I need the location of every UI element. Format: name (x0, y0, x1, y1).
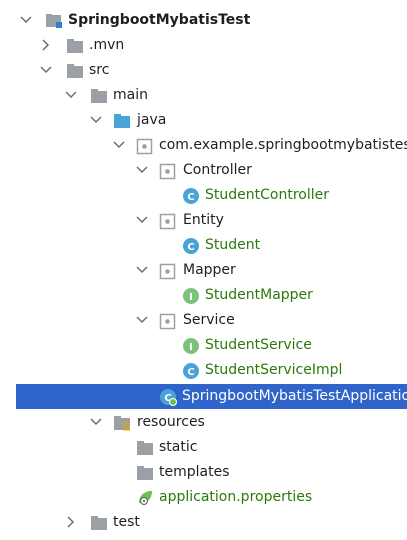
tree-item-resources[interactable]: resources (0, 410, 407, 435)
svg-text:C: C (187, 367, 194, 378)
tree-item-label: StudentMapper (205, 287, 313, 303)
tree-item-label: static (159, 439, 198, 455)
package-icon (136, 137, 154, 155)
tree-item-label: java (137, 112, 167, 128)
tree-item-student-service-impl[interactable]: C StudentServiceImpl (0, 358, 407, 383)
tree-item-label: StudentController (205, 187, 329, 203)
chevron-down-icon[interactable] (113, 139, 125, 151)
spring-boot-icon: C (159, 388, 177, 406)
tree-item-label: SpringbootMybatisTest (68, 12, 251, 28)
chevron-down-icon[interactable] (90, 416, 102, 428)
tree-item-label: SpringbootMybatisTestApplication (182, 388, 407, 404)
tree-item-label: Mapper (183, 262, 236, 278)
tree-item-label: resources (137, 414, 205, 430)
tree-item-src[interactable]: src (0, 58, 407, 83)
tree-item-test[interactable]: test (0, 510, 407, 535)
chevron-down-icon[interactable] (136, 314, 148, 326)
tree-item-label: com.example.springbootmybatistest (159, 137, 407, 153)
folder-icon (90, 87, 108, 105)
chevron-right-icon[interactable] (40, 39, 52, 51)
tree-item-static[interactable]: static (0, 435, 407, 460)
tree-item-label: templates (159, 464, 230, 480)
tree-item-student-mapper[interactable]: I StudentMapper (0, 283, 407, 308)
class-icon: C (182, 362, 200, 380)
tree-item-label: Service (183, 312, 235, 328)
tree-item-main[interactable]: main (0, 83, 407, 108)
class-icon: C (182, 187, 200, 205)
chevron-down-icon[interactable] (40, 64, 52, 76)
tree-item-student[interactable]: C Student (0, 233, 407, 258)
svg-text:I: I (189, 342, 193, 353)
resources-folder-icon (113, 414, 131, 432)
tree-item-service-package[interactable]: Service (0, 308, 407, 333)
tree-item-mapper-package[interactable]: Mapper (0, 258, 407, 283)
tree-item-mvn[interactable]: .mvn (0, 33, 407, 58)
chevron-right-icon[interactable] (65, 516, 77, 528)
tree-item-project-root[interactable]: SpringbootMybatisTest (0, 8, 407, 33)
folder-icon (66, 62, 84, 80)
module-icon (45, 12, 63, 30)
tree-item-student-service[interactable]: I StudentService (0, 333, 407, 358)
tree-item-label: src (89, 62, 110, 78)
folder-icon (66, 37, 84, 55)
tree-item-label: StudentServiceImpl (205, 362, 343, 378)
tree-item-label: Student (205, 237, 261, 253)
tree-item-label: StudentService (205, 337, 312, 353)
svg-text:C: C (164, 393, 171, 404)
interface-icon: I (182, 337, 200, 355)
tree-item-label: main (113, 87, 148, 103)
package-icon (159, 212, 177, 230)
chevron-down-icon[interactable] (65, 89, 77, 101)
tree-item-java[interactable]: java (0, 108, 407, 133)
svg-text:I: I (189, 292, 193, 303)
tree-item-label: test (113, 514, 140, 530)
tree-item-label: Controller (183, 162, 252, 178)
source-folder-icon (113, 112, 131, 130)
interface-icon: I (182, 287, 200, 305)
svg-text:C: C (187, 192, 194, 203)
tree-item-student-controller[interactable]: C StudentController (0, 183, 407, 208)
folder-icon (90, 514, 108, 532)
folder-icon (136, 439, 154, 457)
class-icon: C (182, 237, 200, 255)
tree-item-label: application.properties (159, 489, 313, 505)
svg-text:C: C (187, 242, 194, 253)
package-icon (159, 162, 177, 180)
tree-item-package[interactable]: com.example.springbootmybatistest (0, 133, 407, 158)
tree-item-templates[interactable]: templates (0, 460, 407, 485)
tree-item-application-class[interactable]: C SpringbootMybatisTestApplication (16, 384, 407, 409)
package-icon (159, 312, 177, 330)
tree-item-label: .mvn (89, 37, 125, 53)
chevron-down-icon[interactable] (136, 164, 148, 176)
tree-item-entity-package[interactable]: Entity (0, 208, 407, 233)
tree-item-application-properties[interactable]: application.properties (0, 485, 407, 510)
chevron-down-icon[interactable] (90, 114, 102, 126)
properties-file-icon (136, 489, 154, 507)
chevron-down-icon[interactable] (20, 14, 32, 26)
tree-item-label: Entity (183, 212, 224, 228)
chevron-down-icon[interactable] (136, 214, 148, 226)
tree-item-controller-package[interactable]: Controller (0, 158, 407, 183)
package-icon (159, 262, 177, 280)
chevron-down-icon[interactable] (136, 264, 148, 276)
folder-icon (136, 464, 154, 482)
